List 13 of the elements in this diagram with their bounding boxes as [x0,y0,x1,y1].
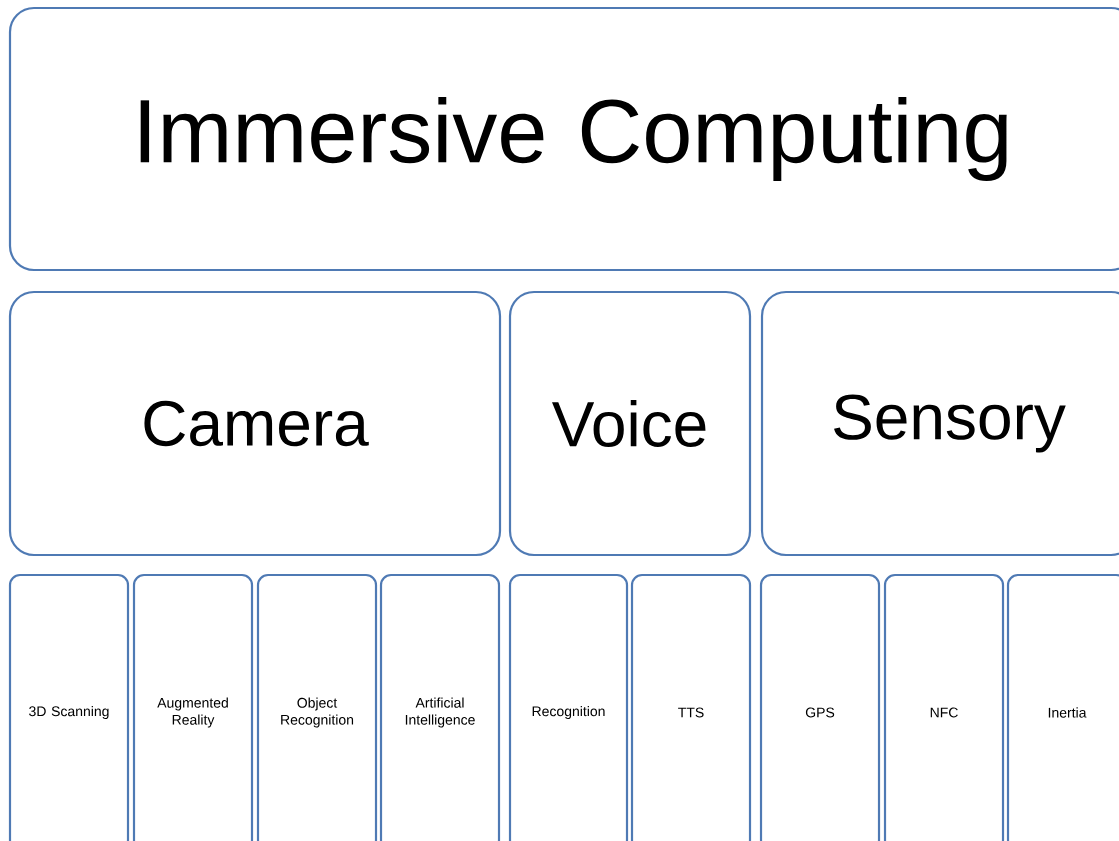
feature-box: Augmented Reality [132,573,254,841]
feature-box: Object Recognition [256,573,378,841]
category-box: Camera [8,290,502,557]
feature-box: TTS [630,573,752,841]
feature-box: NFC [883,573,1005,841]
feature-box: Recognition [508,573,629,841]
feature-box: Artificial Intelligence [379,573,501,841]
feature-box: 3D Scanning [8,573,130,841]
category-box: Sensory [760,290,1119,557]
category-box: Voice [508,290,752,557]
feature-box: GPS [759,573,881,841]
feature-box: Inertia [1006,573,1119,841]
title-box: Immersive Computing [8,6,1119,272]
